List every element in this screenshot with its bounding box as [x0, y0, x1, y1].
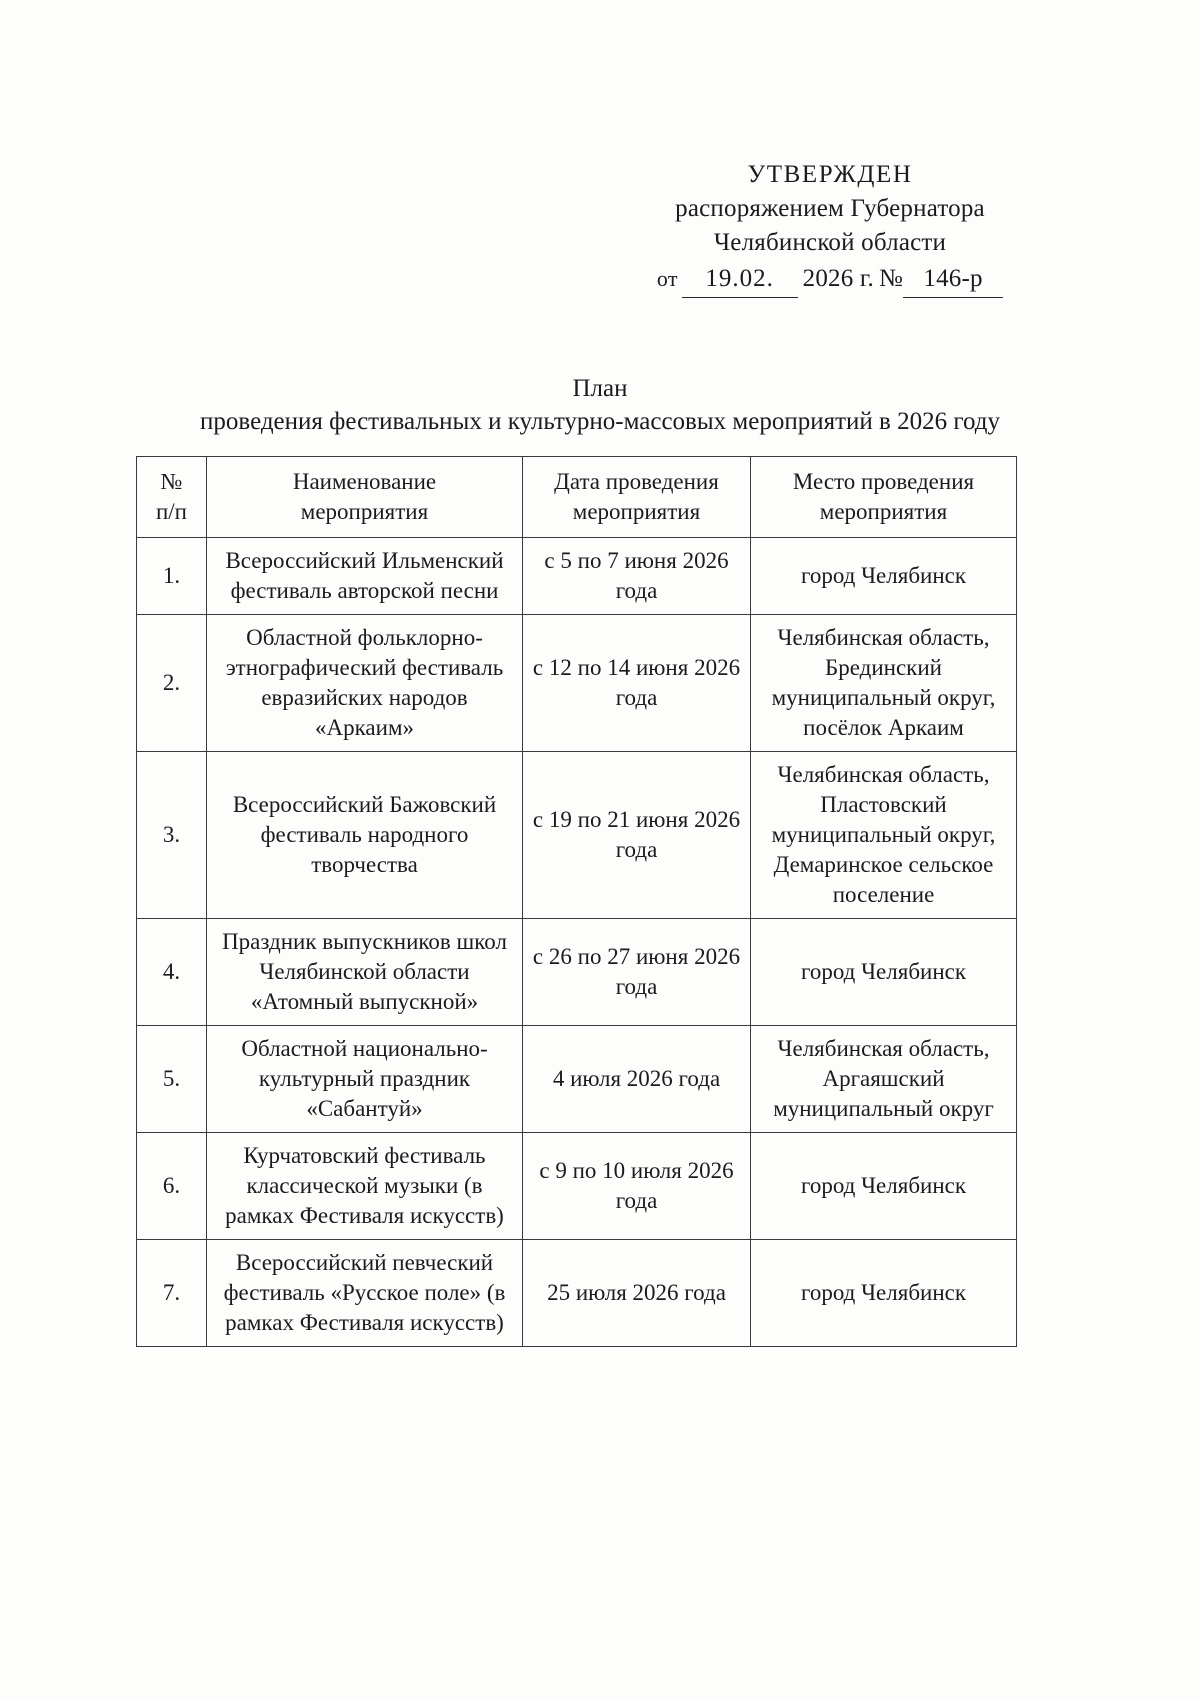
approval-authority-line: распоряжением Губернатора [675, 195, 985, 222]
column-header-number-line1: № [160, 469, 183, 494]
table-row: 1. Всероссийский Ильменский фестиваль ав… [136, 537, 1017, 615]
table-row: 6. Курчатовский фестиваль классической м… [136, 1132, 1017, 1240]
row-number: 3. [136, 751, 207, 919]
column-header-date-line2: мероприятия [572, 499, 701, 524]
row-number: 2. [136, 614, 207, 752]
event-place: город Челябинск [750, 1132, 1017, 1240]
row-number: 6. [136, 1132, 207, 1240]
document-subtitle: проведения фестивальных и культурно-масс… [200, 408, 1000, 435]
column-header-date: Дата проведения мероприятия [522, 456, 751, 538]
column-header-name-line2: мероприятия [300, 499, 429, 524]
column-header-place-line1: Место проведения [792, 469, 975, 494]
event-name: Всероссийский Бажовский фестиваль народн… [206, 751, 523, 919]
event-place: Челябинская область, Пластовский муницип… [750, 751, 1017, 919]
event-name: Всероссийский Ильменский фестиваль автор… [206, 537, 523, 615]
column-header-name: Наименование мероприятия [206, 456, 523, 538]
row-number: 1. [136, 537, 207, 615]
event-name: Областной национально-культурный праздни… [206, 1025, 523, 1133]
row-number: 7. [136, 1239, 207, 1347]
table-row: 3. Всероссийский Бажовский фестиваль нар… [136, 751, 1017, 919]
approval-region-line: Челябинской области [713, 229, 947, 256]
column-header-number: № п/п [136, 456, 207, 538]
date-prefix-label: от [656, 266, 678, 291]
table-row: 7. Всероссийский певческий фестиваль «Ру… [136, 1239, 1017, 1347]
date-year-label: 2026 г. [802, 265, 874, 292]
row-number: 5. [136, 1025, 207, 1133]
document-title: План [572, 375, 628, 402]
column-header-name-line1: Наименование [292, 469, 437, 494]
table-row: 5. Областной национально-культурный праз… [136, 1025, 1017, 1133]
event-place: Челябинская область, Аргаяшский муниципа… [750, 1025, 1017, 1133]
approval-date-line: от 19.02. 2026 г. № 146-р [620, 262, 1040, 298]
event-place: Челябинская область, Брединский муниципа… [750, 614, 1017, 752]
event-date: с 19 по 21 июня 2026 года [522, 751, 751, 919]
column-header-place: Место проведения мероприятия [750, 456, 1017, 538]
column-header-date-line1: Дата проведения [554, 469, 719, 494]
document-number-field: 146-р [903, 262, 1004, 298]
row-number: 4. [136, 918, 207, 1026]
event-date: с 12 по 14 июня 2026 года [522, 614, 751, 752]
event-date: 4 июля 2026 года [522, 1025, 751, 1133]
event-date: с 5 по 7 июня 2026 года [522, 537, 751, 615]
event-date: с 26 по 27 июня 2026 года [522, 918, 751, 1026]
column-header-place-line2: мероприятия [819, 499, 948, 524]
column-header-number-line2: п/п [155, 499, 187, 524]
date-day-field: 19.02. [681, 262, 798, 298]
table-row: 4. Праздник выпускников школ Челябинской… [136, 918, 1017, 1026]
event-place: город Челябинск [750, 537, 1017, 615]
event-place: город Челябинск [750, 918, 1017, 1026]
event-name: Курчатовский фестиваль классической музы… [206, 1132, 523, 1240]
plan-table-body: 1. Всероссийский Ильменский фестиваль ав… [136, 537, 1017, 1347]
approval-header: УТВЕРЖДЕН распоряжением Губернатора Челя… [620, 158, 1040, 298]
number-symbol: № [879, 265, 904, 292]
plan-table-container: № п/п Наименование мероприятия Дата пров… [136, 456, 1017, 1347]
event-place: город Челябинск [750, 1239, 1017, 1347]
event-date: с 9 по 10 июля 2026 года [522, 1132, 751, 1240]
table-header-row: № п/п Наименование мероприятия Дата пров… [136, 456, 1017, 538]
plan-table: № п/п Наименование мероприятия Дата пров… [136, 456, 1017, 1347]
approval-title: УТВЕРЖДЕН [747, 161, 913, 188]
table-row: 2. Областной фольклорно-этнографический … [136, 614, 1017, 752]
event-name: Областной фольклорно-этнографический фес… [206, 614, 523, 752]
event-date: 25 июля 2026 года [522, 1239, 751, 1347]
event-name: Праздник выпускников школ Челябинской об… [206, 918, 523, 1026]
event-name: Всероссийский певческий фестиваль «Русск… [206, 1239, 523, 1347]
